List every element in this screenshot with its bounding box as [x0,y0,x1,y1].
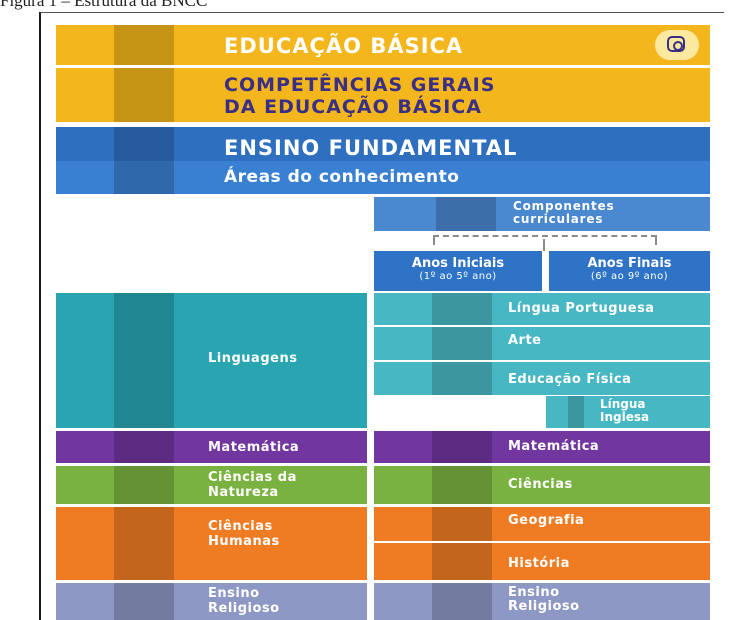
componente-lingua-portuguesa: Língua Portuguesa [374,293,710,325]
anos-iniciais-range: (1º ao 5º ano) [419,271,497,282]
areas-conhecimento-banner: Áreas do conhecimento [56,161,710,194]
anos-finais-title: Anos Finais [587,256,672,271]
area-label-line1: Ciências [208,519,273,534]
camera-scan-icon [667,36,685,52]
componentes-curriculares-box: Componentes curriculares [374,197,710,231]
componentes-curriculares-label: Componentes curriculares [513,200,614,226]
area-label: Ensino Religioso [208,586,280,616]
anos-iniciais-box: Anos Iniciais (1º ao 5º ano) [374,251,542,291]
area-label-line1: Ciências da [208,470,297,485]
componentes-line2: curriculares [513,212,604,226]
componente-label-line2: Inglesa [600,410,650,424]
componente-label: Matemática [508,439,600,454]
componente-label: Língua Inglesa [600,398,649,424]
componente-geografia: Geografia [374,507,710,541]
componente-lingua-inglesa: Língua Inglesa [546,396,710,428]
componente-historia: História [374,543,710,580]
connector-dashed [433,235,657,245]
componente-label: História [508,556,570,571]
componente-educacao-fisica: Educação Física [374,362,710,395]
area-label-line2: Religioso [208,601,280,616]
componente-label: Ciências [508,477,573,492]
competencias-gerais-title: COMPETÊNCIAS GERAIS DA EDUCAÇÃO BÁSICA [224,74,495,118]
area-label: Matemática [208,440,300,455]
componente-arte: Arte [374,327,710,360]
componentes-line1: Componentes [513,199,615,213]
area-ciencias-humanas: Ciências Humanas [56,507,367,580]
area-label: Ciências da Natureza [208,470,297,500]
componente-label: Educação Física [508,372,632,387]
competencias-gerais-banner: COMPETÊNCIAS GERAIS DA EDUCAÇÃO BÁSICA [56,68,710,122]
educacao-basica-title: EDUCAÇÃO BÁSICA [224,34,464,58]
componente-label-line1: Ensino [508,585,560,600]
componente-label-line2: Religioso [508,599,580,614]
anos-finais-box: Anos Finais (6º ao 9º ano) [549,251,710,291]
anos-iniciais-title: Anos Iniciais [411,256,505,271]
area-label-line2: Natureza [208,485,279,500]
componente-label: Língua Portuguesa [508,301,655,316]
area-ciencias-natureza: Ciências da Natureza [56,466,367,504]
areas-conhecimento-label: Áreas do conhecimento [224,167,460,187]
componente-ciencias: Ciências [374,466,710,504]
componente-label: Ensino Religioso [508,586,580,614]
area-matematica: Matemática [56,431,367,463]
area-ensino-religioso: Ensino Religioso [56,583,367,620]
area-label-line2: Humanas [208,534,280,549]
area-label: Linguagens [208,351,298,366]
componente-ensino-religioso: Ensino Religioso [374,583,710,620]
bncc-structure-diagram: EDUCAÇÃO BÁSICA COMPETÊNCIAS GERAIS DA E… [39,12,724,620]
ensino-fundamental-title: ENSINO FUNDAMENTAL [224,136,518,160]
ensino-fundamental-banner: ENSINO FUNDAMENTAL [56,127,710,167]
area-label: Ciências Humanas [208,519,280,549]
anos-finais-range: (6º ao 9º ano) [590,271,669,282]
area-label-line1: Ensino [208,586,260,601]
connector-dashed-stem [543,239,545,251]
area-linguagens: Linguagens [56,293,367,428]
componente-label: Geografia [508,513,585,528]
componente-label: Arte [508,333,542,348]
figure-caption: Figura 1 – Estrutura da BNCC [0,0,208,10]
competencias-line2: DA EDUCAÇÃO BÁSICA [224,96,482,118]
componente-label-line1: Língua [600,397,646,411]
componente-matematica: Matemática [374,431,710,463]
educacao-basica-banner: EDUCAÇÃO BÁSICA [56,25,710,65]
competencias-line1: COMPETÊNCIAS GERAIS [224,74,496,96]
camera-scan-button[interactable] [655,30,699,60]
